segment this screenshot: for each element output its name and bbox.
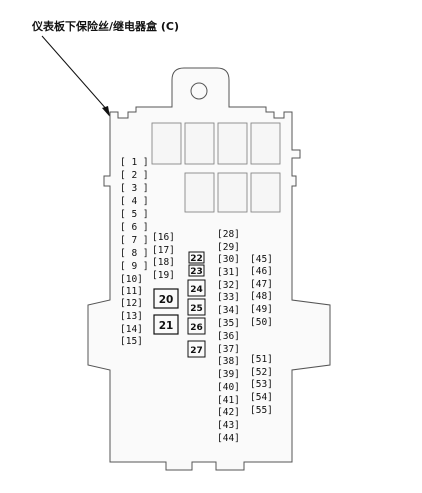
relay-socket — [250, 172, 281, 213]
fuse-label: [40] — [217, 382, 240, 393]
relay-socket — [184, 122, 215, 165]
fuse-label: [10] — [120, 274, 143, 285]
fuse-label: [43] — [217, 420, 240, 431]
fuse-label: [ 5 ] — [120, 209, 149, 220]
relay-socket — [250, 122, 281, 165]
fuse-label: [39] — [217, 369, 240, 380]
fuse-label: [55] — [250, 405, 273, 416]
fuse-label: [ 1 ] — [120, 157, 149, 168]
fuse-label: [32] — [217, 280, 240, 291]
fuse-label: [42] — [217, 407, 240, 418]
relay-sockets — [151, 122, 281, 213]
fuse-label: [ 7 ] — [120, 235, 149, 246]
fuse-24-box — [187, 279, 206, 297]
fuse-label: [ 4 ] — [120, 196, 149, 207]
fuse-label: [18] — [152, 257, 175, 268]
fuse-label: [17] — [152, 245, 175, 256]
fuse-label: [53] — [250, 379, 273, 390]
fuse-label: [36] — [217, 331, 240, 342]
leader-arrow — [41, 35, 110, 117]
fuse-label: [35] — [217, 318, 240, 329]
relay-socket — [217, 122, 248, 165]
fuse-label: [50] — [250, 317, 273, 328]
fuse-label: [37] — [217, 344, 240, 355]
fuse-label: [54] — [250, 392, 273, 403]
fuse-label: 23 — [190, 267, 203, 277]
fuse-26-box — [187, 317, 206, 335]
fuse-label: [ 2 ] — [120, 170, 149, 181]
fuse-label: [12] — [120, 298, 143, 309]
fuse-box-housing — [87, 67, 331, 471]
fuse-label: [31] — [217, 267, 240, 278]
fuse-label: [47] — [250, 279, 273, 290]
fuse-label: 26 — [190, 323, 203, 333]
fuse-label: 27 — [190, 346, 203, 356]
fuse-label: 24 — [190, 285, 203, 295]
fuse-label: [46] — [250, 266, 273, 277]
fuse-label: [29] — [217, 242, 240, 253]
fuse-label: [ 8 ] — [120, 248, 149, 259]
relay-label: 21 — [159, 320, 174, 332]
fuse-label: [45] — [250, 254, 273, 265]
relay-label: 20 — [159, 294, 174, 306]
fuse-label: [41] — [217, 395, 240, 406]
relay-21-box — [153, 314, 179, 335]
relay-socket — [151, 122, 182, 165]
fuse-23-box — [188, 264, 205, 277]
fuse-label: [34] — [217, 305, 240, 316]
fuse-label: [49] — [250, 304, 273, 315]
fuse-label: [16] — [152, 232, 175, 243]
fuse-label: [30] — [217, 254, 240, 265]
fuse-label: [51] — [250, 354, 273, 365]
fuse-label: [14] — [120, 324, 143, 335]
fuse-label: 25 — [190, 304, 203, 314]
fuse-27-box — [187, 340, 206, 358]
relay-20-box — [153, 288, 179, 309]
fuse-25-box — [187, 298, 206, 316]
relay-socket — [217, 172, 248, 213]
fuse-label: [ 3 ] — [120, 183, 149, 194]
fuse-22-box — [188, 251, 205, 264]
fuse-label: [38] — [217, 356, 240, 367]
fuse-label: [44] — [217, 433, 240, 444]
fuse-label: [15] — [120, 336, 143, 347]
mounting-hole — [190, 82, 208, 100]
fuse-label: [48] — [250, 291, 273, 302]
fuse-label: [52] — [250, 367, 273, 378]
fuse-label: [ 6 ] — [120, 222, 149, 233]
diagram-title: 仪表板下保险丝/继电器盒 (C) — [31, 19, 179, 33]
fuse-label: 22 — [190, 254, 203, 264]
fuse-label: [19] — [152, 270, 175, 281]
fuse-label: [13] — [120, 311, 143, 322]
fuse-label: [33] — [217, 292, 240, 303]
relay-socket — [184, 172, 215, 213]
fuse-label: [11] — [120, 286, 143, 297]
fuse-label: [ 9 ] — [120, 261, 149, 272]
fuse-label: [28] — [217, 229, 240, 240]
